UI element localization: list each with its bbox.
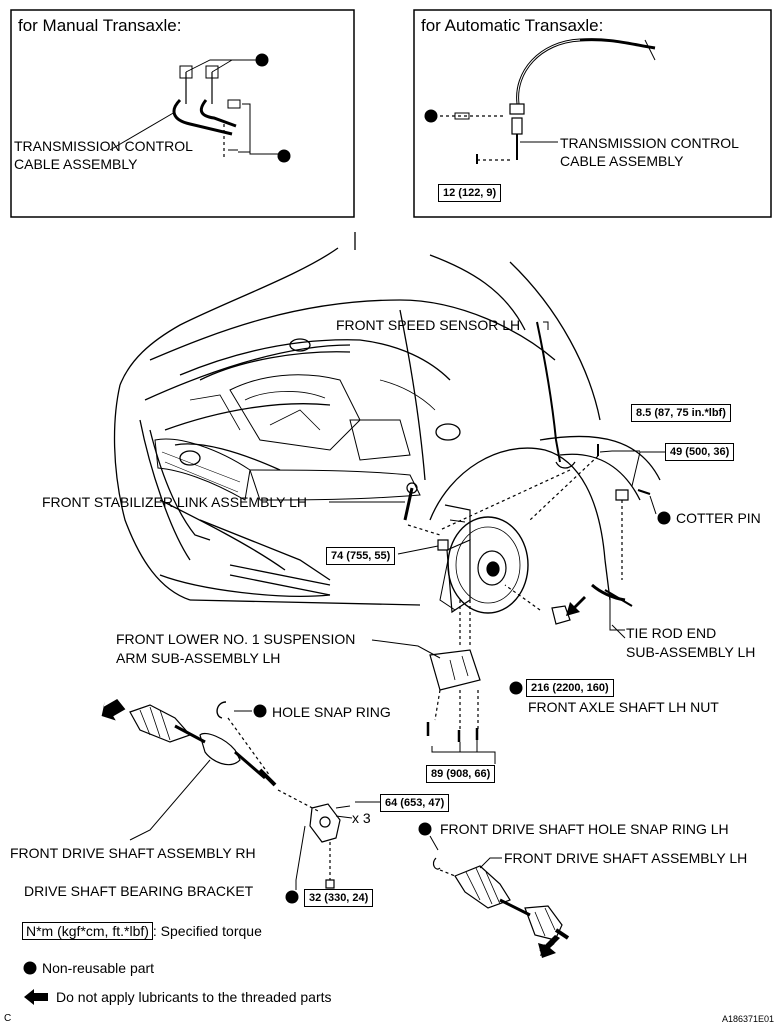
label-snap-ring-lh: FRONT DRIVE SHAFT HOLE SNAP RING LH — [440, 821, 729, 837]
legend-torque: N*m (kgf*cm, ft.*lbf): Specified torque — [22, 922, 262, 940]
legend-no-lubricant: Do not apply lubricants to the threaded … — [56, 989, 332, 1005]
label-cotter-pin: COTTER PIN — [676, 510, 761, 526]
suspension-assembly — [329, 321, 665, 764]
hole-snap-ring-art — [216, 701, 227, 719]
manual-cable-label-2: CABLE ASSEMBLY — [14, 156, 138, 172]
automatic-cable-label-2: CABLE ASSEMBLY — [560, 153, 684, 169]
label-lower-arm-2: ARM SUB-ASSEMBLY LH — [116, 650, 281, 666]
hole-snap-ring-dot — [253, 704, 267, 718]
manual-nonreusable-dot-1 — [255, 53, 269, 67]
figure-code: A186371E01 — [722, 1014, 775, 1024]
footer-corner: C — [4, 1013, 12, 1024]
label-axle-nut: FRONT AXLE SHAFT LH NUT — [528, 699, 719, 715]
automatic-inset-title: for Automatic Transaxle: — [421, 16, 604, 35]
torque-bracket-nut: 32 (330, 24) — [304, 889, 374, 907]
automatic-cable-sketch — [440, 38, 656, 164]
drive-shaft-lh — [432, 857, 570, 941]
legend-dot — [23, 961, 37, 975]
label-tie-rod-1: TIE ROD END — [626, 625, 717, 641]
automatic-nonreusable-dot — [424, 109, 438, 123]
torque-axle-nut: 216 (2200, 160) — [526, 679, 614, 697]
legend-arrow — [24, 989, 48, 1005]
cotter-pin-dot — [657, 511, 671, 525]
manual-inset-title: for Manual Transaxle: — [18, 16, 182, 35]
label-times3: x 3 — [352, 810, 371, 826]
torque-bracket-bolts: 64 (653, 47) — [380, 794, 450, 812]
axle-nut-dot — [509, 681, 523, 695]
manual-nonreusable-dot-2 — [277, 149, 291, 163]
arrow-drive-shaft-rh — [101, 698, 126, 721]
label-hole-snap-ring: HOLE SNAP RING — [272, 704, 391, 720]
label-front-speed-sensor: FRONT SPEED SENSOR LH — [336, 317, 521, 333]
label-lower-arm-1: FRONT LOWER NO. 1 SUSPENSION — [116, 631, 356, 647]
legend-non-reusable: Non-reusable part — [42, 960, 155, 976]
automatic-cable-label-1: TRANSMISSION CONTROL — [560, 135, 739, 151]
car-body-outline — [113, 232, 661, 606]
automatic-inset-frame — [413, 9, 772, 218]
snap-ring-lh-dot — [418, 822, 432, 836]
label-bearing-bracket: DRIVE SHAFT BEARING BRACKET — [24, 883, 254, 899]
label-drive-shaft-rh: FRONT DRIVE SHAFT ASSEMBLY RH — [10, 845, 256, 861]
drive-shaft-rh — [129, 704, 321, 841]
label-drive-shaft-lh: FRONT DRIVE SHAFT ASSEMBLY LH — [504, 850, 748, 866]
torque-speed-sensor: 8.5 (87, 75 in.*lbf) — [631, 404, 731, 422]
torque-automatic-cable: 12 (122, 9) — [438, 184, 502, 202]
manual-cable-label-1: TRANSMISSION CONTROL — [14, 138, 193, 154]
torque-tie-rod-nut: 49 (500, 36) — [665, 443, 735, 461]
torque-stabilizer: 74 (755, 55) — [326, 547, 396, 565]
manual-cable-sketch — [109, 59, 282, 160]
torque-lower-arm: 89 (908, 66) — [426, 765, 496, 783]
label-stabilizer-link: FRONT STABILIZER LINK ASSEMBLY LH — [42, 494, 308, 510]
arrow-axle-nut — [566, 596, 586, 616]
legend-torque-desc: : Specified torque — [152, 923, 262, 939]
manual-inset-frame — [10, 9, 355, 218]
bracket-nut-dot — [285, 890, 299, 904]
legend-torque-unit: N*m (kgf*cm, ft.*lbf) — [22, 922, 153, 940]
bearing-bracket-art — [295, 801, 380, 890]
label-tie-rod-2: SUB-ASSEMBLY LH — [626, 644, 756, 660]
